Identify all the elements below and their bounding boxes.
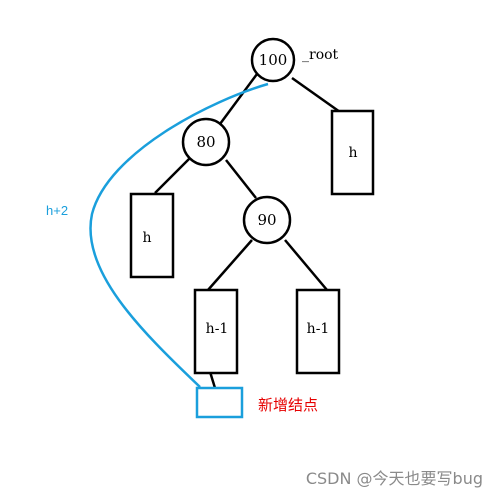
node-100: 100 <box>250 37 296 83</box>
subtree-left-of-90-label: h-1 <box>206 321 229 337</box>
node-100-label: 100 <box>259 51 288 69</box>
subtree-left-of-90: h-1 <box>193 288 239 375</box>
new-node-label: 新增结点 <box>258 396 318 414</box>
node-80-label: 80 <box>196 133 215 151</box>
edge-90-right-subtree <box>284 239 328 291</box>
subtree-left-of-80: h <box>129 192 175 279</box>
edge-100-80 <box>218 73 259 125</box>
edge-100-right-subtree <box>291 76 341 114</box>
node-90: 90 <box>242 195 292 245</box>
subtree-right-of-100-label: h <box>348 145 357 161</box>
subtree-right-of-90: h-1 <box>295 288 341 375</box>
node-90-label: 90 <box>257 211 276 229</box>
subtree-right-of-90-label: h-1 <box>307 321 330 337</box>
height-curve <box>89 82 269 388</box>
edge-80-90 <box>225 159 257 199</box>
height-label: h+2 <box>46 203 68 218</box>
new-node-box <box>195 386 244 419</box>
subtree-left-of-80-label: h <box>142 230 151 246</box>
watermark-text: CSDN @今天也要写bug <box>306 469 483 488</box>
node-80: 80 <box>181 117 231 167</box>
edge-90-left-subtree <box>207 239 253 291</box>
edge-80-left-subtree <box>154 157 191 194</box>
subtree-right-of-100: h <box>330 109 375 196</box>
root-label: _root <box>302 47 339 63</box>
